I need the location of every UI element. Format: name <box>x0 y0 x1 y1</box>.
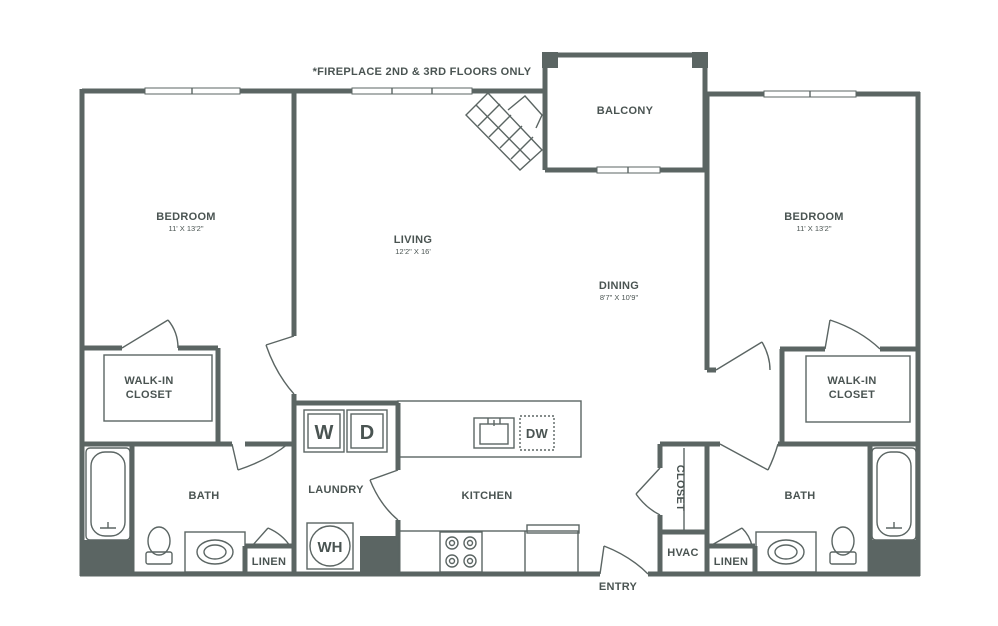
left-doors <box>121 319 295 547</box>
left-bath-fixtures <box>82 447 246 576</box>
left-interior-walls <box>82 91 297 576</box>
fireplace-note: *FIREPLACE 2ND & 3RD FLOORS ONLY <box>313 66 532 78</box>
right-doors <box>599 319 881 575</box>
balcony-post-right <box>692 52 708 68</box>
kitchen-label: KITCHEN <box>462 490 513 502</box>
laundry-kitchen-walls <box>294 400 582 576</box>
walkin-left-line1: WALK-IN <box>124 375 173 387</box>
fireplace <box>465 91 543 171</box>
bedroom-right-dims: 11' X 13'2" <box>797 224 832 233</box>
dryer-label: D <box>360 422 374 444</box>
laundry-label: LAUNDRY <box>308 484 364 496</box>
bedroom-right-label: BEDROOM <box>784 211 844 223</box>
walkin-right-line2: CLOSET <box>829 389 875 401</box>
linen-right-label: LINEN <box>714 556 749 568</box>
windows <box>144 87 857 174</box>
right-interior-walls <box>657 94 918 576</box>
entry-label: ENTRY <box>599 581 638 593</box>
closet-label: CLOSET <box>674 465 686 511</box>
water-heater-label: WH <box>318 539 343 556</box>
bedroom-left-dims: 11' X 13'2" <box>169 224 204 233</box>
washer-label: W <box>315 422 334 444</box>
bath-left-label: BATH <box>189 490 220 502</box>
right-bath-fixtures <box>755 447 920 576</box>
balcony-label: BALCONY <box>597 105 654 117</box>
bedroom-left-label: BEDROOM <box>156 211 216 223</box>
dishwasher-label: DW <box>526 426 549 441</box>
walkin-left-line2: CLOSET <box>126 389 172 401</box>
linen-left-label: LINEN <box>252 556 287 568</box>
balcony-post-left <box>542 52 558 68</box>
bath-right-label: BATH <box>785 490 816 502</box>
walkin-right-line1: WALK-IN <box>827 375 876 387</box>
hvac-label: HVAC <box>667 547 699 559</box>
dining-label: DINING <box>599 280 639 292</box>
living-label: LIVING <box>394 234 432 246</box>
dining-dims: 8'7" X 10'9" <box>600 293 639 302</box>
living-dims: 12'2" X 16' <box>395 247 431 256</box>
